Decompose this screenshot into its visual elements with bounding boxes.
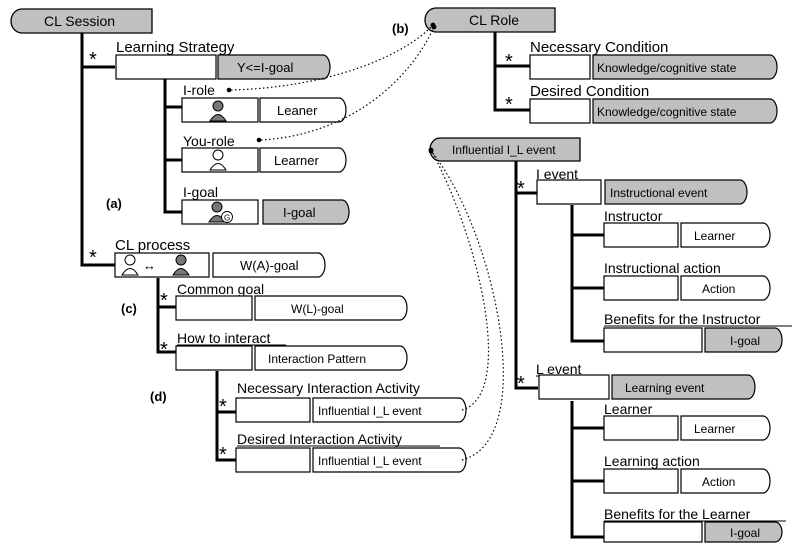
annotation-c: (c) <box>121 301 137 316</box>
role-tree-lines <box>493 32 530 112</box>
learning-strategy-label: Learning Strategy <box>116 39 235 56</box>
cl-session-title: CL Session <box>44 13 115 29</box>
cl-process-label: CL process <box>115 237 190 254</box>
person-filled-icon <box>172 254 190 276</box>
learning-strategy-value: Y<=I-goal <box>237 60 293 75</box>
benefits-instructor-slot[interactable]: I-goal <box>603 327 783 353</box>
necessary-condition-value: Knowledge/cognitive state <box>597 61 737 75</box>
goal-badge: G <box>224 214 230 223</box>
multi-star: * <box>505 94 513 116</box>
learner-value: Learner <box>694 422 735 436</box>
multi-star: * <box>160 290 168 312</box>
cl-session-node[interactable]: CL Session <box>10 8 153 34</box>
event-tree-lines <box>514 161 604 539</box>
i-event-slot[interactable]: Instructional event <box>536 179 748 205</box>
common-goal-slot[interactable]: W(L)-goal <box>175 295 408 321</box>
i-goal-label: I-goal <box>183 184 218 200</box>
annotation-a: (a) <box>106 196 122 211</box>
person-outline-icon <box>121 254 139 276</box>
i-event-label: I event <box>536 166 578 182</box>
multi-star: * <box>160 339 168 361</box>
multi-star: * <box>89 247 97 269</box>
multi-star: * <box>219 444 227 466</box>
how-to-interact-value: Interaction Pattern <box>268 352 366 366</box>
i-role-slot[interactable]: Leaner <box>181 97 347 123</box>
l-event-value: Learning event <box>625 381 705 395</box>
learner-slot[interactable]: Learner <box>603 415 771 441</box>
how-to-interact-slot[interactable]: Interaction Pattern <box>175 345 408 371</box>
how-to-interact-label: How to interact <box>177 330 270 346</box>
desired-activity-slot[interactable]: Influential I_L event <box>235 447 467 473</box>
common-goal-value: W(L)-goal <box>291 302 344 316</box>
l-event-label: L event <box>536 361 582 377</box>
learning-strategy-slot[interactable]: Y<=I-goal <box>115 54 331 80</box>
desired-activity-to-event-link <box>428 148 504 461</box>
influential-event-title: Influential I_L event <box>452 143 556 157</box>
cl-role-node[interactable]: CL Role <box>424 7 556 33</box>
l-event-slot[interactable]: Learning event <box>538 374 756 400</box>
multi-star: * <box>89 49 97 71</box>
instructor-slot[interactable]: Learner <box>603 222 771 248</box>
person-filled-icon <box>209 100 227 122</box>
influential-event-node[interactable]: Influential I_L event <box>429 137 581 162</box>
you-role-label: You-role <box>183 133 235 149</box>
desired-activity-label: Desired Interaction Activity <box>237 431 402 447</box>
desired-condition-value: Knowledge/cognitive state <box>597 105 737 119</box>
session-tree-lines <box>80 33 236 462</box>
i-role-link-dot <box>226 87 232 93</box>
annotation-b: (b) <box>392 21 409 36</box>
necessary-activity-to-event-link <box>428 147 490 411</box>
reference-connectors <box>230 22 504 461</box>
learning-action-value: Action <box>702 475 735 489</box>
cl-role-title: CL Role <box>469 12 519 28</box>
bidirectional-arrow-icon: ↔ <box>143 258 156 273</box>
cl-process-value: W(A)-goal <box>240 258 299 273</box>
desired-condition-label: Desired Condition <box>530 83 649 100</box>
cl-session-tree: CL Session * * * * * * Learning Strategy… <box>10 8 467 473</box>
annotation-d: (d) <box>150 389 167 404</box>
necessary-activity-label: Necessary Interaction Activity <box>237 380 420 396</box>
you-role-link-dot <box>256 137 262 143</box>
desired-condition-slot[interactable]: Knowledge/cognitive state <box>529 98 778 124</box>
multi-star: * <box>517 178 525 200</box>
necessary-activity-slot[interactable]: Influential I_L event <box>235 397 467 423</box>
necessary-condition-label: Necessary Condition <box>530 39 668 56</box>
i-role-to-cl-role-link <box>230 22 436 91</box>
influential-event-tree: Influential I_L event * * I event Instru… <box>429 137 792 543</box>
i-goal-slot[interactable]: G I-goal <box>181 199 350 225</box>
i-goal-value: I-goal <box>283 205 316 220</box>
cl-role-tree: (b) CL Role * * Necessary Condition Know… <box>392 7 778 124</box>
person-outline-icon <box>209 149 227 171</box>
benefits-instructor-label: Benefits for the Instructor <box>604 311 761 327</box>
person-goal-icon: G <box>208 201 233 223</box>
benefits-learner-label: Benefits for the Learner <box>604 506 751 522</box>
learner-label: Learner <box>604 401 653 417</box>
multi-star: * <box>517 373 525 395</box>
multi-star: * <box>505 51 513 73</box>
benefits-learner-slot[interactable]: I-goal <box>603 521 783 543</box>
benefits-learner-value: I-goal <box>730 526 760 540</box>
necessary-condition-slot[interactable]: Knowledge/cognitive state <box>529 54 778 80</box>
learning-action-label: Learning action <box>604 453 700 469</box>
instructional-action-label: Instructional action <box>604 260 721 276</box>
i-event-value: Instructional event <box>610 186 708 200</box>
i-role-label: I-role <box>183 82 215 98</box>
common-goal-label: Common goal <box>177 281 264 297</box>
learning-action-slot[interactable]: Action <box>603 468 771 494</box>
multi-star: * <box>219 396 227 418</box>
instructor-value: Learner <box>694 229 735 243</box>
cl-process-slot[interactable]: ↔ W(A)-goal <box>114 252 326 278</box>
necessary-activity-value: Influential I_L event <box>318 404 422 418</box>
i-role-value: Leaner <box>277 103 318 118</box>
you-role-value: Learner <box>274 153 319 168</box>
benefits-instructor-value: I-goal <box>730 334 760 348</box>
desired-activity-value: Influential I_L event <box>318 454 422 468</box>
instructional-action-value: Action <box>702 282 735 296</box>
instructional-action-slot[interactable]: Action <box>603 275 771 301</box>
instructor-label: Instructor <box>604 208 663 224</box>
you-role-to-cl-role-link <box>260 24 437 141</box>
you-role-slot[interactable]: Learner <box>181 147 347 173</box>
